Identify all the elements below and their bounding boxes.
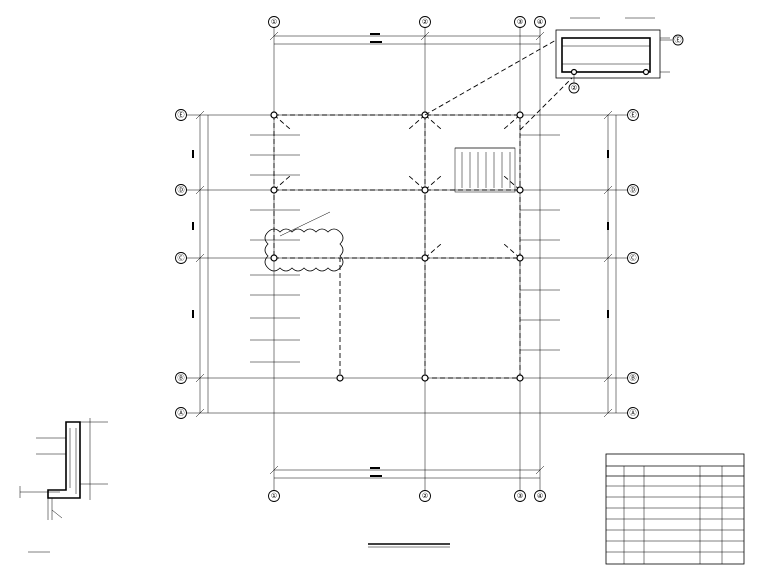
detail-callout: ② Ⓔ (424, 17, 684, 131)
axis-label: Ⓔ (178, 111, 185, 119)
axis-bubble-left-A: Ⓐ (175, 407, 187, 419)
columns (270, 111, 524, 382)
axis-label: Ⓐ (178, 409, 185, 417)
axis-bubble-top-1: ① (268, 16, 280, 28)
axis-bubble-top-4: ④ (534, 16, 546, 28)
axis-label: Ⓑ (178, 374, 185, 382)
axis-label: ③ (517, 18, 523, 26)
axis-label: Ⓓ (178, 186, 185, 194)
section-detail (19, 418, 108, 520)
axis-grid-lines (186, 28, 628, 492)
axis-bubble-left-E: Ⓔ (175, 109, 187, 121)
axis-bubble-bottom-3: ③ (514, 490, 526, 502)
axis-label: ④ (537, 492, 543, 500)
beam-layout (250, 114, 560, 379)
drawing-title (28, 543, 450, 553)
axis-label: Ⓑ (630, 374, 637, 382)
axis-bubble-right-D: Ⓓ (627, 184, 639, 196)
axis-bubble-right-B: Ⓑ (627, 372, 639, 384)
axis-bubble-bottom-2: ② (419, 490, 431, 502)
axis-bubble-bottom-4: ④ (534, 490, 546, 502)
axis-label: Ⓓ (630, 186, 637, 194)
axis-label: ① (271, 492, 277, 500)
schedule-table (605, 453, 745, 565)
axis-label: ② (422, 492, 428, 500)
axis-label: ③ (517, 492, 523, 500)
axis-label: ① (271, 18, 277, 26)
detail-bubble-E: Ⓔ (672, 34, 684, 46)
axis-bubble-bottom-1: ① (268, 490, 280, 502)
axis-bubble-left-D: Ⓓ (175, 184, 187, 196)
axis-bubble-right-E: Ⓔ (627, 109, 639, 121)
axis-label: ② (422, 18, 428, 26)
axis-bubbles-horizontal: Ⓔ Ⓓ Ⓒ Ⓑ Ⓐ Ⓔ Ⓓ Ⓒ Ⓑ Ⓐ (175, 109, 639, 419)
axis-bubble-top-2: ② (419, 16, 431, 28)
axis-bubble-left-B: Ⓑ (175, 372, 187, 384)
axis-bubbles-vertical: ① ② ③ ④ ① ② ③ ④ (268, 16, 546, 502)
axis-bubble-right-C: Ⓒ (627, 252, 639, 264)
axis-label: Ⓐ (630, 409, 637, 417)
axis-label: ④ (537, 18, 543, 26)
axis-bubble-right-A: Ⓐ (627, 407, 639, 419)
axis-label: Ⓔ (675, 36, 682, 44)
axis-label: ② (571, 84, 577, 92)
detail-bubble-2: ② (568, 82, 580, 94)
axis-bubble-top-3: ③ (514, 16, 526, 28)
axis-label: Ⓒ (630, 254, 637, 262)
axis-label: Ⓔ (630, 111, 637, 119)
axis-bubble-left-C: Ⓒ (175, 252, 187, 264)
dimension-lines (192, 31, 617, 479)
axis-label: Ⓒ (178, 254, 185, 262)
